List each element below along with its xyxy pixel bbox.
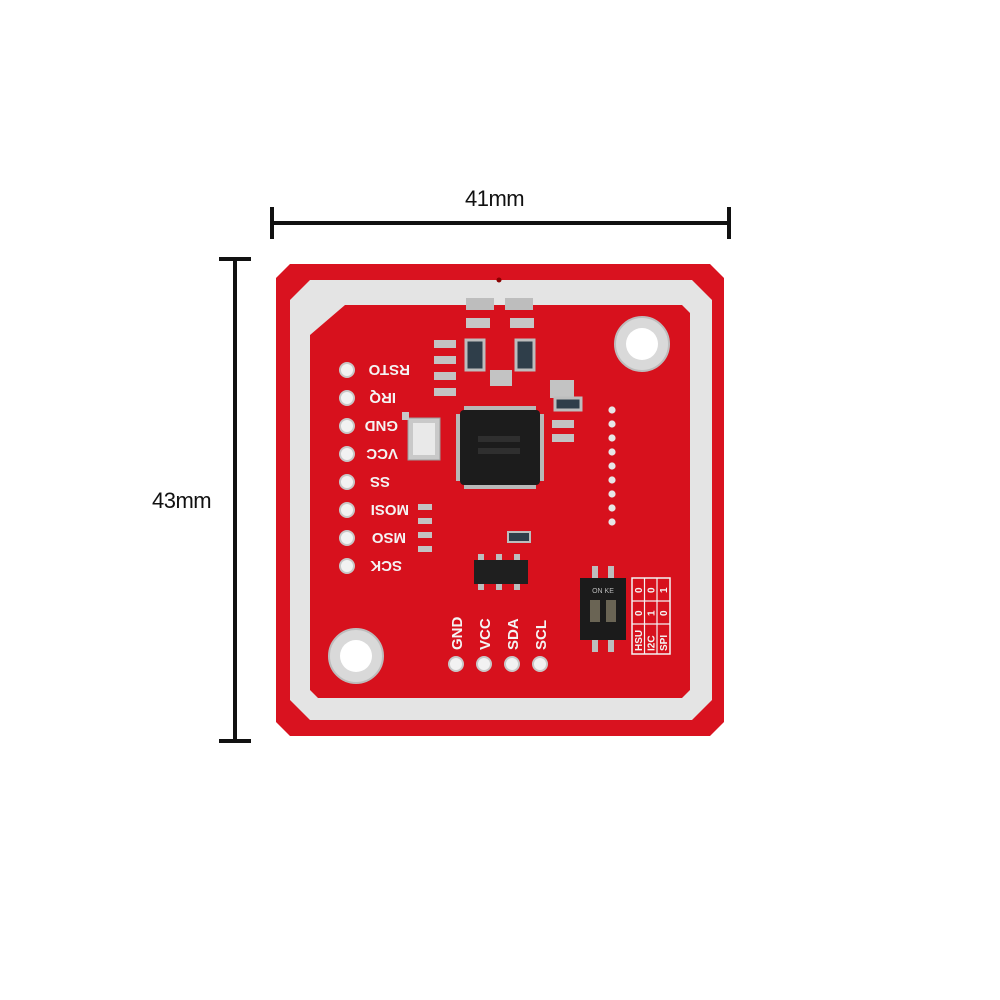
pin-label-irq: IRQ xyxy=(369,389,396,406)
pin-label-mosi: MOSI xyxy=(371,501,409,518)
pin-label-miso: MSO xyxy=(372,529,407,546)
pin-label-gnd: GND xyxy=(365,417,399,434)
right-test-pads xyxy=(608,406,616,526)
mode-table-hsu-b: 0 xyxy=(634,587,645,593)
bottom-pin-labels: GND VCC SDA SCL xyxy=(449,617,550,651)
mode-table-spi-a: 0 xyxy=(659,610,670,616)
height-dimension-top-tick xyxy=(219,257,251,261)
pin-label-bottom-gnd: GND xyxy=(449,617,466,651)
height-dimension-bottom-tick xyxy=(219,739,251,743)
mounting-hole-bottom-left xyxy=(328,628,384,684)
height-dimension-label: 43mm xyxy=(152,488,212,513)
pin-label-vcc: VCC xyxy=(366,445,398,462)
resistor-array xyxy=(418,504,432,552)
mode-table-spi-b: 1 xyxy=(659,587,670,593)
pin-label-bottom-vcc: VCC xyxy=(477,618,494,650)
pin-label-rsto: RSTO xyxy=(368,361,410,378)
top-marker-dot xyxy=(496,277,502,283)
mode-table-i2c-a: 1 xyxy=(647,610,658,616)
mode-table-spi: SPI xyxy=(659,635,670,651)
pin-label-ss: SS xyxy=(370,473,390,490)
dip-switch-label: ON KE xyxy=(592,588,614,595)
pin-label-bottom-sda: SDA xyxy=(505,618,522,650)
width-dimension-left-tick xyxy=(270,207,274,239)
mode-table: HSU 0 0 I2C 1 0 SPI 0 1 xyxy=(631,577,671,655)
height-dimension-line xyxy=(233,258,237,742)
mode-table-i2c-b: 0 xyxy=(647,587,658,593)
nfc-controller-chip xyxy=(456,406,544,489)
pin-label-sck: SCK xyxy=(370,557,402,574)
passive-components-top xyxy=(434,298,583,442)
mounting-hole-top-right xyxy=(614,316,670,372)
level-shifter-chip xyxy=(474,531,531,590)
mode-table-hsu-a: 0 xyxy=(634,610,645,616)
bottom-pin-header xyxy=(448,656,548,672)
width-dimension-right-tick xyxy=(727,207,731,239)
mode-dip-switch: ON KE xyxy=(580,566,626,652)
mode-table-i2c: I2C xyxy=(647,635,658,651)
left-pin-labels: RSTO IRQ GND VCC SS MOSI MSO SCK xyxy=(365,361,411,574)
left-pin-header xyxy=(339,362,355,574)
mode-table-hsu: HSU xyxy=(634,630,645,651)
pin-label-bottom-scl: SCL xyxy=(533,620,550,650)
width-dimension-line xyxy=(272,221,731,225)
width-dimension-label: 41mm xyxy=(465,186,525,211)
crystal-oscillator xyxy=(402,412,441,461)
